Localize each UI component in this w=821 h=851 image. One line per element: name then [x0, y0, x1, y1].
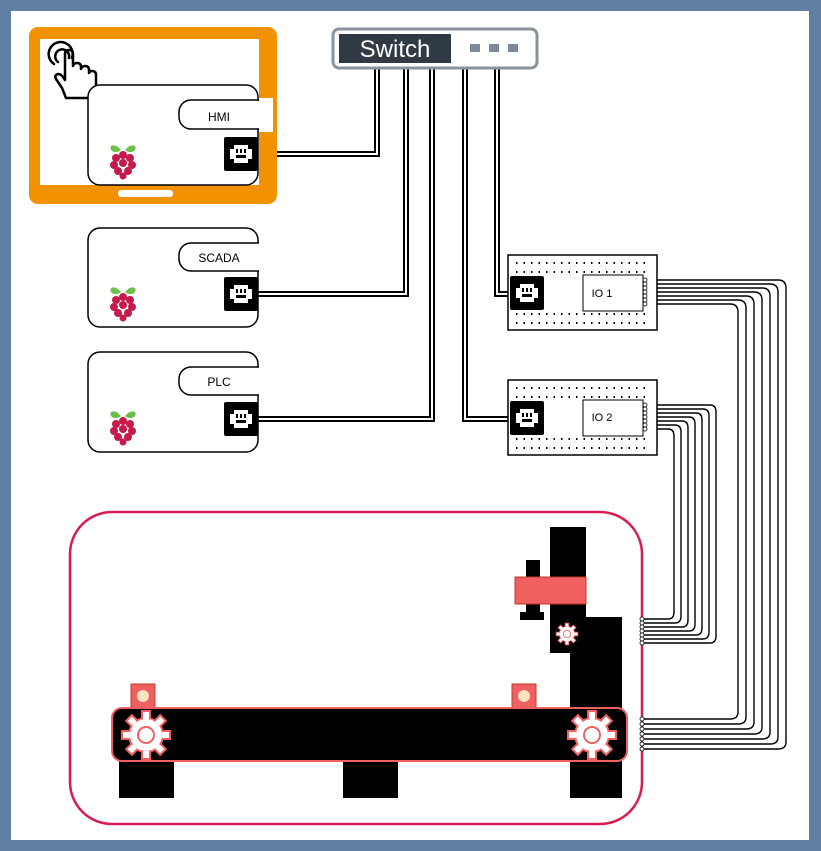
ethernet-port-icon: [224, 402, 258, 436]
io2-label-box: [582, 399, 644, 437]
io-module-2[interactable]: IO 2: [507, 379, 658, 456]
gear-icon: [567, 710, 617, 760]
actuator-piston: [514, 576, 587, 605]
ethernet-port-icon: [224, 137, 258, 171]
io-module-1[interactable]: IO 1: [507, 254, 658, 331]
io2-label: IO 2: [592, 412, 613, 424]
switch-port-led: [470, 44, 480, 52]
ethernet-port-icon: [510, 276, 544, 310]
switch-label: Switch: [360, 36, 431, 63]
touch-hand-icon: [47, 40, 98, 100]
io1-label-box: [582, 274, 644, 312]
conveyor-leg: [343, 760, 398, 798]
plc-device[interactable]: PLC: [87, 351, 275, 453]
plc-label: PLC: [207, 375, 231, 389]
io-signal-wires: [641, 279, 787, 750]
plant-terminals: [639, 616, 645, 752]
io1-label: IO 1: [592, 288, 613, 300]
conveyor-belt: [111, 707, 628, 762]
indicator-light-icon: [130, 683, 156, 709]
io1-terminals: [642, 277, 648, 307]
ethernet-port-icon: [510, 401, 544, 435]
hmi-label: HMI: [208, 110, 230, 124]
plant-conveyor-system: [68, 510, 645, 826]
switch-port-led: [489, 44, 499, 52]
scada-label: SCADA: [198, 251, 239, 265]
switch-port-led: [508, 44, 518, 52]
switch-label-box: [339, 34, 451, 63]
indicator-light-icon: [511, 683, 537, 709]
hmi-home-button: [118, 190, 173, 197]
conveyor-leg: [119, 760, 174, 798]
hmi-device[interactable]: HMI: [29, 27, 277, 204]
gear-icon: [555, 622, 579, 646]
network-switch[interactable]: Switch: [331, 27, 539, 70]
scada-device[interactable]: SCADA: [87, 227, 275, 328]
gear-icon: [121, 710, 171, 760]
io2-terminals: [642, 402, 648, 432]
ethernet-port-icon: [224, 277, 258, 311]
